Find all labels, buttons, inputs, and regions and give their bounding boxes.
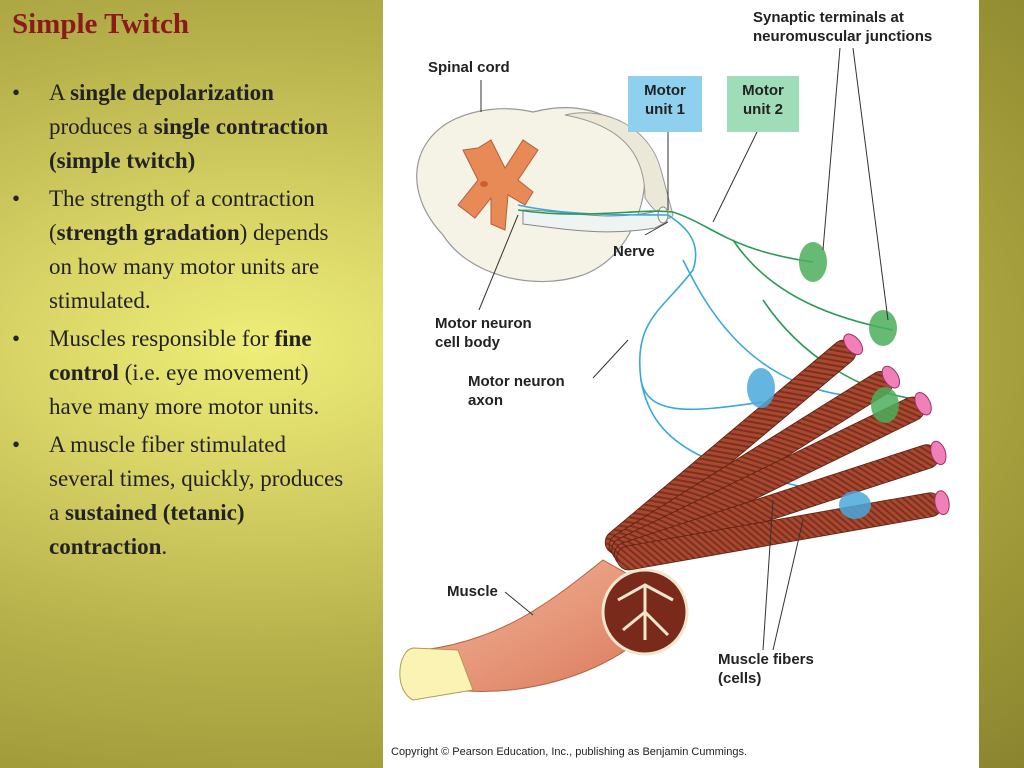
bullet-list: • A single depolarization produces a sing… bbox=[12, 76, 352, 568]
label-synaptic-terminals: Synaptic terminals at neuromuscular junc… bbox=[753, 9, 933, 45]
label-motor-unit-2: Motor unit 2 bbox=[727, 76, 799, 132]
bullet-bold: fine control bbox=[49, 326, 312, 385]
bullet-item: • The strength of a contraction (strength… bbox=[12, 182, 352, 318]
bullet-bold: strength gradation bbox=[56, 220, 240, 245]
bullet-item: • Muscles responsible for fine control (i… bbox=[12, 322, 352, 424]
bullet-bold: single depolarization bbox=[70, 80, 274, 105]
label-axon: Motor neuron axon bbox=[468, 373, 565, 409]
bullet-text: Muscles responsible for bbox=[49, 326, 275, 351]
slide-title: Simple Twitch bbox=[12, 8, 189, 40]
label-nerve: Nerve bbox=[613, 243, 655, 260]
bullet-dot: • bbox=[12, 186, 21, 211]
label-muscle-fibers: Muscle fibers (cells) bbox=[718, 651, 814, 687]
bullet-item: • A muscle fiber stimulated several times… bbox=[12, 428, 352, 564]
label-leader-lines bbox=[478, 47, 889, 651]
bullet-text: A bbox=[49, 80, 71, 105]
label-motor-unit-1: Motor unit 1 bbox=[628, 76, 702, 132]
label-spinal-cord: Spinal cord bbox=[428, 59, 510, 76]
bullet-text: . bbox=[161, 534, 168, 559]
label-muscle: Muscle bbox=[447, 583, 498, 600]
bullet-text: (i.e. eye movement) have many more motor… bbox=[49, 360, 320, 419]
bullet-dot: • bbox=[12, 326, 21, 351]
bullet-text: produces a bbox=[49, 114, 154, 139]
motor-unit-figure: Synaptic terminals at neuromuscular junc… bbox=[383, 0, 979, 768]
muscle-belly bbox=[399, 559, 689, 701]
bullet-text: ) depends on how many motor units are st… bbox=[49, 220, 329, 313]
bullet-bold: single contraction (simple twitch) bbox=[49, 114, 329, 173]
bullet-item: • A single depolarization produces a sing… bbox=[12, 76, 352, 178]
bullet-text: A muscle fiber stimulated several times,… bbox=[49, 432, 344, 525]
bullet-dot: • bbox=[12, 80, 21, 105]
bullet-text: The strength of a contraction ( bbox=[49, 186, 315, 245]
muscle-fibers-group bbox=[604, 242, 950, 571]
spinal-cord-shape bbox=[416, 107, 674, 283]
label-cell-body: Motor neuron cell body bbox=[435, 315, 532, 351]
bullet-bold: sustained (tetanic) contraction bbox=[49, 500, 245, 559]
anatomy-illustration bbox=[399, 47, 950, 701]
bullet-dot: • bbox=[12, 432, 21, 457]
copyright-text: Copyright © Pearson Education, Inc., pub… bbox=[391, 746, 748, 758]
